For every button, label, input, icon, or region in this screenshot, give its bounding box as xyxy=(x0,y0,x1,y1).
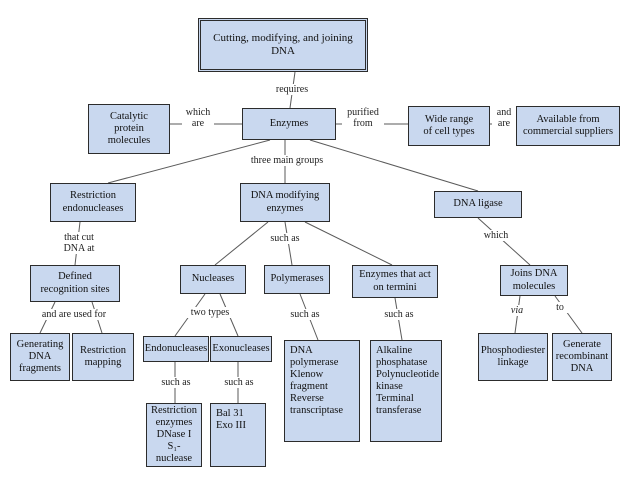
dna-modifying-enzymes-node: DNA modifying enzymes xyxy=(240,183,330,222)
label-purified-from: purified from xyxy=(342,107,384,129)
connector xyxy=(477,217,531,266)
label-to: to xyxy=(552,302,568,313)
label-such-as-exonucleases: such as xyxy=(220,377,258,388)
label-such-as-endonucleases: such as xyxy=(157,377,195,388)
connector xyxy=(304,221,393,266)
enzymes-termini-node: Enzymes that act on termini xyxy=(352,265,438,298)
connector xyxy=(214,221,269,266)
label-and-are: and are xyxy=(492,107,516,129)
label-which-are: which are xyxy=(182,107,214,129)
enzymes-node: Enzymes xyxy=(242,108,336,140)
joins-dna-molecules-node: Joins DNA molecules xyxy=(500,265,568,296)
exonucleases-node: Exonucleases xyxy=(210,336,272,362)
polymerases-node: Polymerases xyxy=(264,265,330,294)
endonucleases-node: Endonucleases xyxy=(143,336,209,362)
label-such-as-modifying: such as xyxy=(266,233,304,244)
termini-enzyme-examples-node: Alkaline phosphatase Polynucleotide kina… xyxy=(370,340,442,442)
label-such-as-polymerases: such as xyxy=(286,309,324,320)
label-two-types: two types xyxy=(186,307,234,318)
phosphodiester-linkage-node: Phosphodiester linkage xyxy=(478,333,548,381)
polymerase-examples-node: DNA polymerase Klenow fragment Reverse t… xyxy=(284,340,360,442)
recombinant-dna-node: Generate recombinant DNA xyxy=(552,333,612,381)
connector xyxy=(107,139,271,184)
label-which-ligase: which xyxy=(480,230,512,241)
label-that-cut: that cut DNA at xyxy=(58,232,100,254)
label-such-as-termini: such as xyxy=(380,309,418,320)
commercial-suppliers-node: Available from commercial suppliers xyxy=(516,106,620,146)
wide-range-node: Wide range of cell types xyxy=(408,106,490,146)
label-used-for: and are used for xyxy=(34,309,114,320)
defined-recognition-sites-node: Defined recognition sites xyxy=(30,265,120,302)
restriction-mapping-node: Restriction mapping xyxy=(72,333,134,381)
connector xyxy=(309,139,479,192)
nucleases-node: Nucleases xyxy=(180,265,246,294)
label-requires: requires xyxy=(266,84,318,95)
exonuclease-examples-node: Bal 31 Exo III xyxy=(210,403,266,467)
label-three-main-groups: three main groups xyxy=(246,155,328,166)
restriction-endonucleases-node: Restriction endonucleases xyxy=(50,183,136,222)
catalytic-protein-node: Catalytic protein molecules xyxy=(88,104,170,154)
label-via: via xyxy=(507,305,527,316)
dna-ligase-node: DNA ligase xyxy=(434,191,522,218)
root-concept: Cutting, modifying, and joining DNA xyxy=(198,18,368,72)
endonuclease-examples-node: Restriction enzymes DNase I S₁-nuclease xyxy=(146,403,202,467)
generating-dna-fragments-node: Generating DNA fragments xyxy=(10,333,70,381)
